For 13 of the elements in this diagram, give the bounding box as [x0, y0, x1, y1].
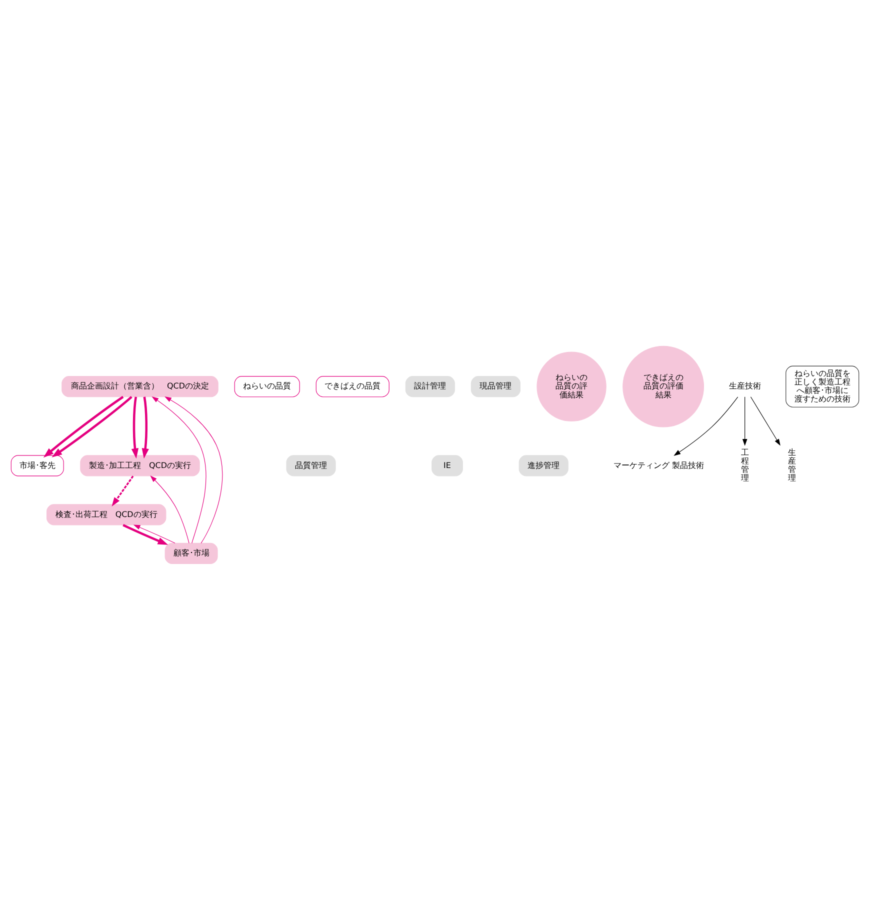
arrow	[164, 396, 223, 543]
arrow	[131, 396, 139, 458]
arrow	[43, 395, 124, 458]
arrow	[112, 475, 134, 506]
arrow	[142, 396, 149, 458]
arrow	[122, 524, 168, 544]
arrow	[674, 396, 738, 456]
arrow	[150, 474, 190, 543]
arrow	[750, 396, 780, 446]
arrow	[133, 524, 176, 543]
arrow	[52, 396, 132, 457]
arrow	[152, 396, 206, 543]
arrow	[742, 396, 748, 446]
